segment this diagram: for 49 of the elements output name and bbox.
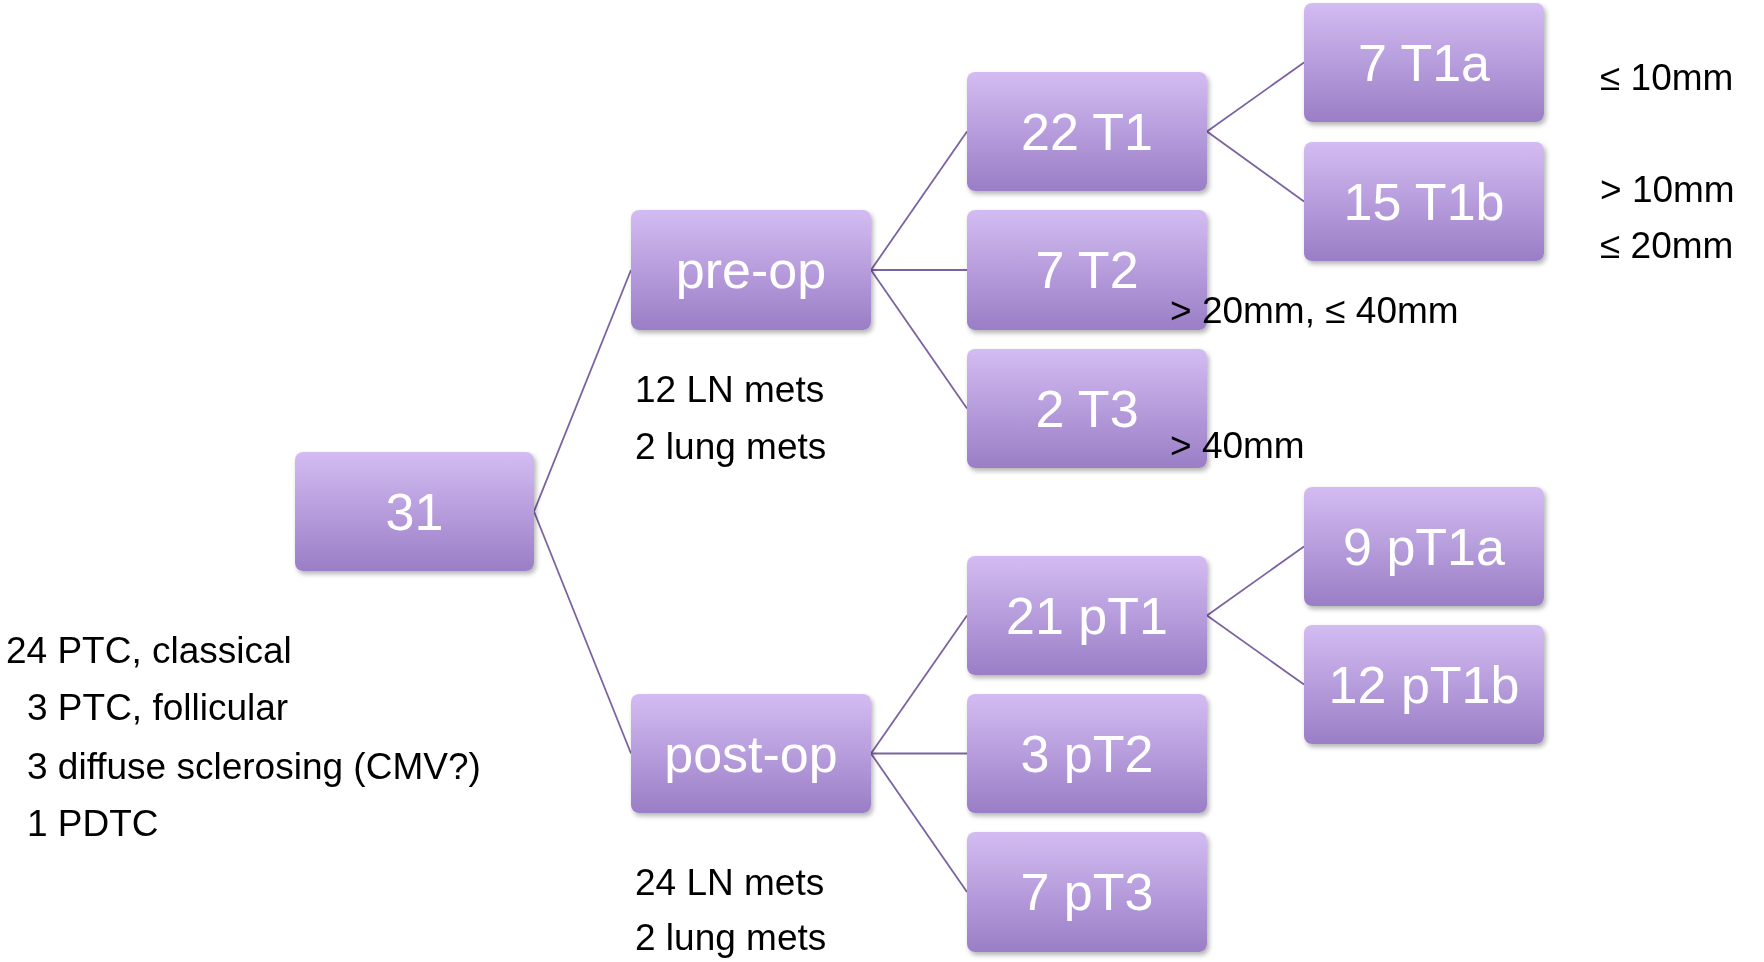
annotation-text: 24 LN mets	[635, 863, 825, 904]
annotation-text: > 20mm, ≤ 40mm	[1170, 291, 1459, 332]
category-box	[967, 832, 1207, 952]
box-label: 2 T3	[1035, 378, 1139, 439]
category-box	[967, 72, 1207, 191]
box-label: 31	[385, 481, 444, 542]
connector-line	[533, 510, 632, 755]
annotation-text: 2 lung mets	[635, 427, 827, 468]
box-label: 21 pT1	[1006, 585, 1168, 646]
category-box	[1304, 142, 1544, 261]
box-label: 22 T1	[1021, 101, 1153, 162]
box-label: pre-op	[675, 240, 827, 300]
connector-line	[1206, 130, 1305, 203]
annotation-text: 12 LN mets	[635, 370, 825, 411]
category-box	[1304, 625, 1544, 744]
category-box	[967, 556, 1207, 675]
box-label: 9 pT1a	[1343, 516, 1505, 577]
category-box	[967, 694, 1207, 813]
box-label: 7 pT3	[1020, 862, 1154, 922]
annotation-text: > 10mm	[1600, 170, 1735, 211]
annotation-text: ≤ 20mm	[1600, 226, 1734, 267]
annotation-text: 24 PTC, classical	[6, 631, 292, 672]
connector-line	[533, 269, 632, 513]
category-box	[1304, 487, 1544, 606]
box-label: 15 T1b	[1343, 171, 1505, 232]
box-label: 7 T1a	[1358, 32, 1490, 93]
connector-line	[870, 752, 968, 755]
box-label: 7 T2	[1035, 240, 1139, 300]
connector-line	[870, 269, 968, 271]
category-box	[1304, 3, 1544, 122]
annotation-text: 2 lung mets	[635, 918, 827, 959]
category-box	[631, 210, 871, 330]
annotation-text: 3 PTC, follicular	[27, 688, 289, 729]
category-box	[295, 452, 534, 571]
box-label: 12 pT1b	[1328, 654, 1520, 715]
connector-line	[1206, 61, 1305, 133]
connector-line	[870, 752, 968, 893]
annotation-text: ≤ 10mm	[1600, 58, 1734, 99]
connector-line	[870, 614, 968, 755]
annotation-text: > 40mm	[1170, 426, 1305, 467]
box-label: 3 pT2	[1020, 723, 1154, 784]
box-label: post-op	[664, 723, 838, 784]
connector-line	[870, 130, 968, 271]
connector-line	[1206, 545, 1305, 617]
annotation-text: 1 PDTC	[27, 804, 159, 845]
annotation-text: 3 diffuse sclerosing (CMV?)	[27, 747, 481, 788]
connector-line	[870, 269, 968, 410]
connector-line	[1206, 614, 1305, 686]
category-box	[631, 694, 871, 813]
